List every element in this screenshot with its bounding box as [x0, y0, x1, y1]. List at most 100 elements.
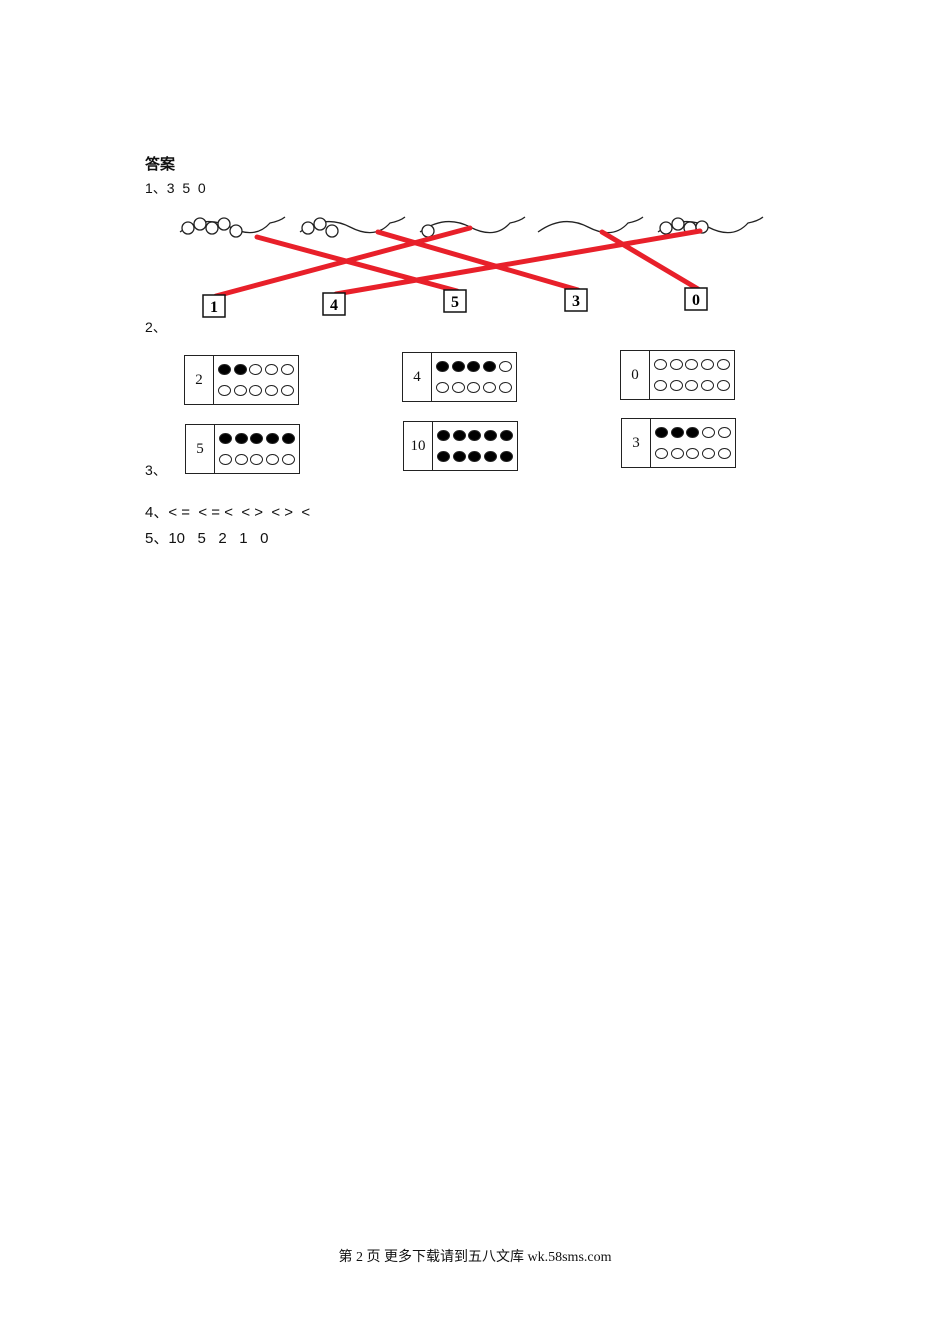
bead-grid [651, 419, 735, 467]
match-line [333, 228, 703, 297]
ten-frame: 10 [403, 421, 518, 471]
filled-bead [686, 427, 700, 438]
empty-bead [219, 454, 233, 465]
number-box [322, 292, 346, 316]
filled-bead [484, 451, 498, 462]
ten-frame: 5 [185, 424, 300, 474]
bead [325, 224, 339, 238]
number-box-label: 0 [692, 292, 700, 309]
number-box-label: 5 [451, 294, 459, 311]
filled-bead [484, 430, 498, 441]
filled-bead [483, 361, 497, 372]
filled-bead [451, 361, 465, 372]
filled-bead [234, 433, 248, 444]
answer-heading: 答案 [145, 156, 176, 173]
bead [193, 217, 207, 231]
matching-diagram: 1 4 5 3 0 [179, 216, 764, 318]
filled-bead [436, 361, 450, 372]
number-box [202, 294, 226, 318]
bead-grid [215, 425, 299, 473]
ten-frame: 3 [621, 418, 736, 468]
empty-bead [281, 454, 295, 465]
ten-frame-number: 0 [621, 351, 650, 399]
filled-bead [452, 451, 466, 462]
bead-grid [214, 356, 298, 404]
empty-bead [265, 364, 279, 375]
filled-bead [437, 430, 451, 441]
empty-bead [685, 380, 699, 391]
empty-bead [234, 454, 248, 465]
match-line [254, 234, 460, 294]
empty-bead [266, 454, 280, 465]
empty-bead [686, 448, 700, 459]
filled-bead [219, 433, 233, 444]
empty-bead [498, 361, 512, 372]
filled-bead [281, 433, 295, 444]
filled-bead [437, 451, 451, 462]
empty-bead [685, 359, 699, 370]
empty-bead [654, 380, 668, 391]
bead [659, 221, 673, 235]
number-box [564, 288, 588, 312]
bead [671, 217, 685, 231]
empty-bead [249, 364, 263, 375]
empty-bead [717, 427, 731, 438]
ten-frame-number: 2 [185, 356, 214, 404]
bead-grid [650, 351, 734, 399]
filled-bead [250, 433, 264, 444]
ten-frame-number: 4 [403, 353, 432, 401]
empty-bead [669, 359, 683, 370]
bead [301, 221, 315, 235]
empty-bead [670, 448, 684, 459]
filled-bead [655, 427, 669, 438]
filled-bead [266, 433, 280, 444]
string-line [419, 216, 526, 234]
bead [229, 224, 243, 238]
number-box-label: 3 [572, 293, 580, 310]
empty-bead [716, 380, 730, 391]
empty-bead [669, 380, 683, 391]
empty-bead [717, 448, 731, 459]
number-box-label: 4 [330, 297, 338, 314]
ten-frame: 4 [402, 352, 517, 402]
empty-bead [654, 359, 668, 370]
ten-frame-number: 10 [404, 422, 433, 470]
match-line [213, 225, 473, 299]
filled-bead [218, 364, 232, 375]
bead-grid [433, 422, 517, 470]
filled-bead [499, 451, 513, 462]
empty-bead [701, 359, 715, 370]
number-box-label: 1 [210, 299, 218, 316]
bead-grid [432, 353, 516, 401]
empty-bead [451, 382, 465, 393]
empty-bead [265, 385, 279, 396]
number-box [684, 287, 708, 311]
empty-bead [702, 448, 716, 459]
filled-bead [468, 451, 482, 462]
page-footer: 第 2 页 更多下载请到五八文库 wk.58sms.com [338, 1250, 612, 1265]
empty-bead [498, 382, 512, 393]
string-line [537, 216, 644, 234]
empty-bead [280, 385, 294, 396]
empty-bead [436, 382, 450, 393]
answer-4: 4、< = < = < < > < > < [145, 504, 311, 521]
filled-bead [233, 364, 247, 375]
filled-bead [499, 430, 513, 441]
empty-bead [249, 385, 263, 396]
bead [217, 217, 231, 231]
empty-bead [716, 359, 730, 370]
empty-bead [280, 364, 294, 375]
answer-2-label: 2、 [145, 319, 167, 335]
answer-1: 1、3 5 0 [145, 180, 206, 196]
filled-bead [670, 427, 684, 438]
ten-frame: 0 [620, 350, 735, 400]
bead [313, 217, 327, 231]
answer-5: 5、10 5 2 1 0 [145, 530, 269, 547]
empty-bead [233, 385, 247, 396]
filled-bead [452, 430, 466, 441]
ten-frame-number: 3 [622, 419, 651, 467]
empty-bead [702, 427, 716, 438]
empty-bead [655, 448, 669, 459]
filled-bead [467, 361, 481, 372]
empty-bead [483, 382, 497, 393]
